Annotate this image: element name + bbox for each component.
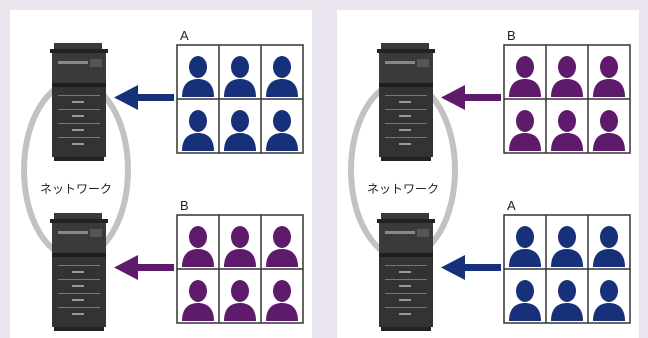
panel-right-diagram: ネットワーク (348, 28, 631, 331)
network-label: ネットワーク (367, 182, 439, 196)
network-label-bg (30, 177, 122, 199)
user-icon (593, 110, 625, 151)
user-icon (551, 56, 583, 97)
user-grid-bottom (176, 214, 304, 324)
group-label-bottom: B (180, 198, 189, 213)
user-icon (182, 56, 214, 97)
panel-left: ネットワーク (10, 10, 312, 338)
user-icon (266, 226, 298, 267)
user-icon (266, 280, 298, 321)
group-label-top: A (180, 28, 189, 43)
panel-left-diagram: ネットワーク (21, 28, 304, 331)
user-icon (509, 56, 541, 97)
user-icon (593, 56, 625, 97)
user-icon (224, 56, 256, 97)
user-icon (224, 110, 256, 151)
user-icon (509, 226, 541, 267)
arrow-top (441, 85, 501, 110)
user-icon (551, 226, 583, 267)
user-icon (224, 280, 256, 321)
user-icon (593, 280, 625, 321)
mfp-device-bottom (377, 213, 435, 331)
user-grid-top (503, 44, 631, 154)
group-label-top: B (507, 28, 516, 43)
user-icon (266, 56, 298, 97)
user-icon (224, 226, 256, 267)
arrow-bottom (114, 255, 174, 280)
user-grid-bottom (503, 214, 631, 324)
user-icon (182, 110, 214, 151)
user-icon (182, 226, 214, 267)
user-icon (182, 280, 214, 321)
mfp-device-bottom (50, 213, 108, 331)
user-grid-top (176, 44, 304, 154)
user-icon (266, 110, 298, 151)
network-label: ネットワーク (40, 182, 112, 196)
mfp-device-top (377, 43, 435, 161)
panel-right: ネットワーク (337, 10, 639, 338)
user-icon (551, 280, 583, 321)
arrow-bottom (441, 255, 501, 280)
network-label-bg (357, 177, 449, 199)
user-icon (509, 110, 541, 151)
user-icon (551, 110, 583, 151)
user-icon (509, 280, 541, 321)
group-label-bottom: A (507, 198, 516, 213)
user-icon (593, 226, 625, 267)
arrow-top (114, 85, 174, 110)
mfp-device-top (50, 43, 108, 161)
